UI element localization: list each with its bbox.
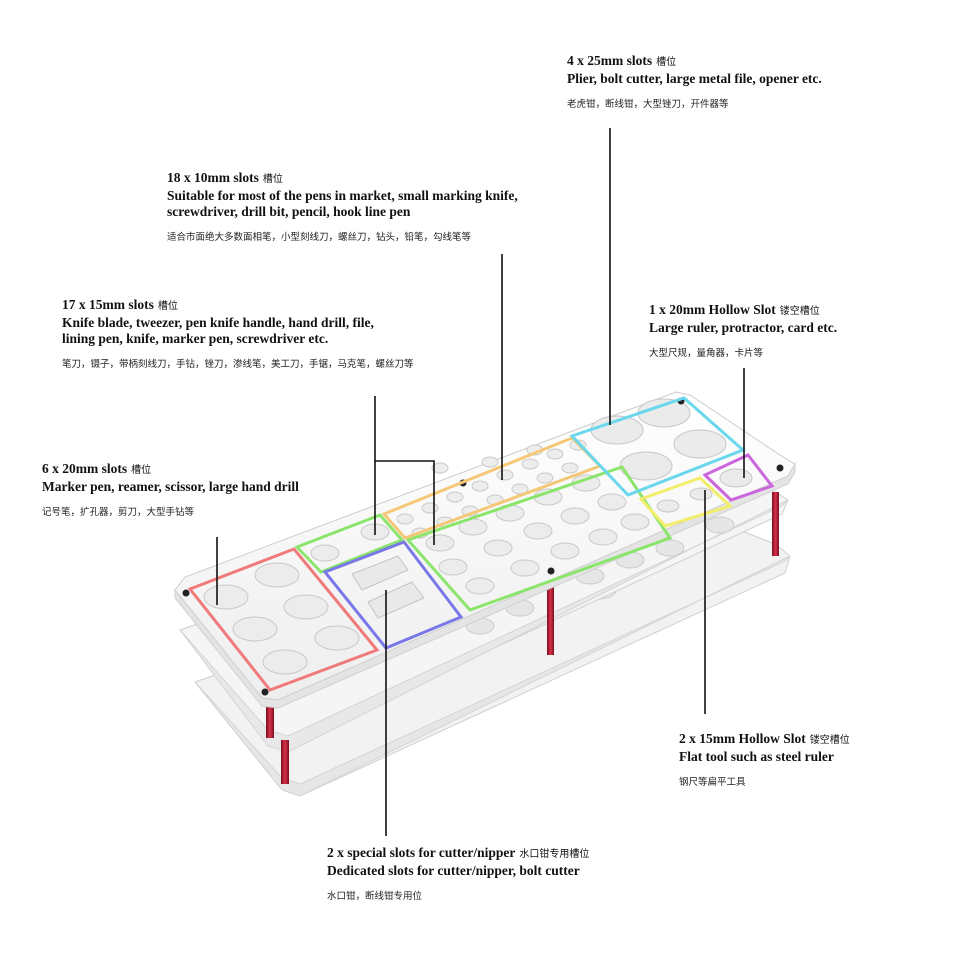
- callout-line: Dedicated slots for cutter/nipper, bolt …: [327, 863, 580, 878]
- callout-line: lining pen, knife, marker pen, screwdriv…: [62, 331, 329, 346]
- callout-title-zh: 槽位: [262, 174, 283, 185]
- callout-title: 1 x 20mm Hollow Slot: [649, 302, 776, 317]
- zone-15mm-small-outline: [294, 513, 405, 574]
- callout-title-zh: 水口钳专用槽位: [519, 849, 590, 860]
- callout-title: 4 x 25mm slots: [567, 53, 653, 68]
- callout-line: Suitable for most of the pens in market,…: [167, 188, 518, 203]
- zone-hollow-20mm-outline: [702, 453, 775, 502]
- callout-line: screwdriver, drill bit, pencil, hook lin…: [167, 204, 411, 219]
- callout-zh: 钢尺等扁平工具: [679, 777, 746, 788]
- hollow-slot-15mm-hole: [656, 499, 680, 513]
- callout-title-zh: 槽位: [157, 301, 178, 312]
- zone-hollow-15mm-outline: [638, 476, 733, 528]
- zone-15mm-large-outline: [405, 465, 673, 612]
- callout-zh: 记号笔，扩孔器，剪刀，大型手钻等: [42, 507, 195, 518]
- holes-20mm: [203, 562, 360, 675]
- callout-title-zh: 槽位: [131, 465, 152, 476]
- callout-line: Knife blade, tweezer, pen knife handle, …: [62, 315, 374, 330]
- zone-cutter-outline: [322, 540, 464, 650]
- callout-zh: 水口钳，断线钳专用位: [327, 891, 423, 902]
- callout-title-zh: 槽位: [656, 57, 677, 68]
- callout-zh: 适合市面绝大多数面相笔，小型刻线刀，螺丝刀，钻头，铅笔，勾线笔等: [167, 232, 472, 243]
- callout-title-zh: 镂空槽位: [809, 735, 850, 746]
- callout-zh: 老虎钳，断线钳，大型锉刀，开件器等: [567, 99, 729, 110]
- callout-line: Large ruler, protractor, card etc.: [649, 320, 838, 335]
- callout-line: Flat tool such as steel ruler: [679, 749, 834, 764]
- callout-zh: 笔刀，镊子，带柄刻线刀，手钻，锉刀，渗线笔，美工刀，手锯，马克笔，螺丝刀等: [62, 359, 414, 370]
- zone-20mm-outline: [187, 547, 380, 692]
- callout-title: 2 x 15mm Hollow Slot: [679, 731, 806, 746]
- hollow-slot-15mm-hole: [689, 487, 713, 501]
- holes-25mm: [590, 398, 727, 481]
- callout-zh: 大型尺规，量角器，卡片等: [649, 348, 764, 359]
- screws: [182, 397, 784, 696]
- callout-title: 2 x special slots for cutter/nipper: [327, 845, 516, 860]
- support-posts: [266, 492, 779, 784]
- holes-15mm: [310, 474, 650, 595]
- callout-line: Plier, bolt cutter, large metal file, op…: [567, 71, 822, 86]
- callout-title: 18 x 10mm slots: [167, 170, 259, 185]
- callout-title: 6 x 20mm slots: [42, 461, 128, 476]
- callout-title: 17 x 15mm slots: [62, 297, 154, 312]
- leader-lines: [216, 128, 745, 836]
- zone-25mm-outline: [569, 396, 746, 497]
- callout-line: Marker pen, reamer, scissor, large hand …: [42, 479, 299, 494]
- cutter-slots: [351, 555, 425, 619]
- hollow-slot-20mm-hole: [719, 468, 753, 488]
- leader-15mm: [374, 396, 435, 545]
- callout-title-zh: 镂空槽位: [779, 306, 820, 317]
